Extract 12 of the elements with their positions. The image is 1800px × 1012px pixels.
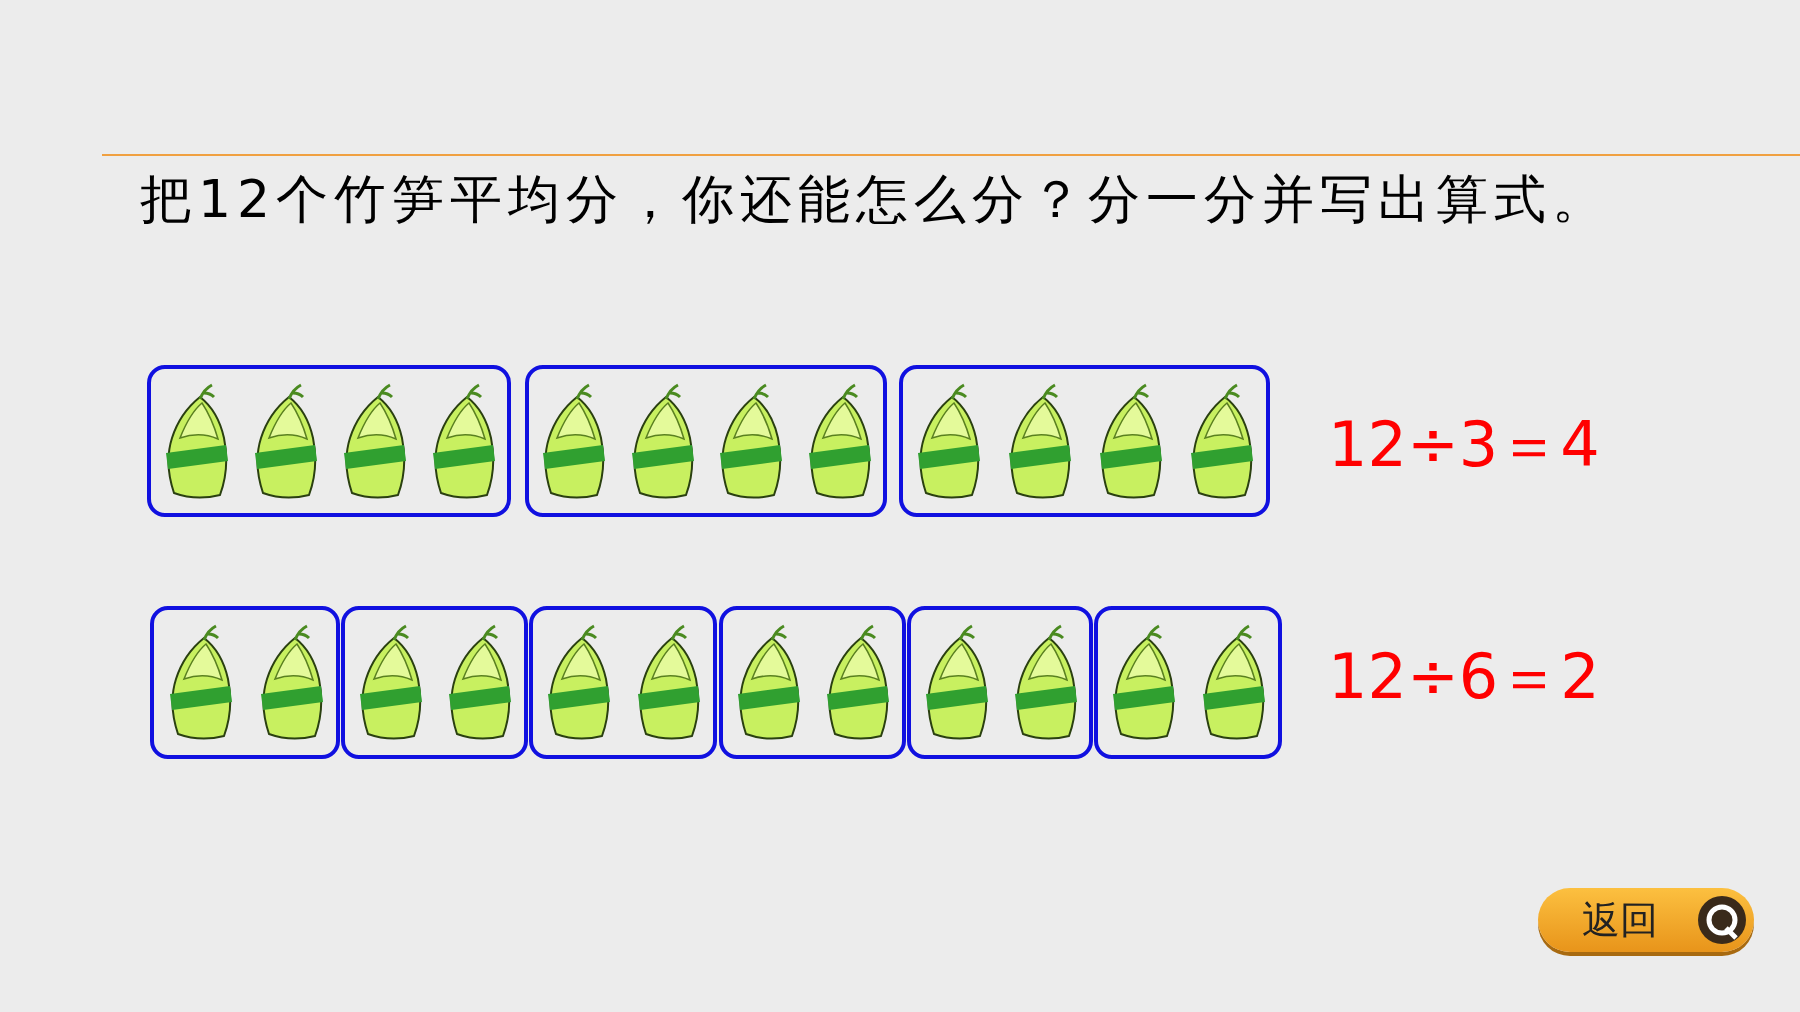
equation-text: 12÷3＝4 bbox=[1328, 408, 1600, 482]
group-box bbox=[907, 606, 1093, 759]
group-box bbox=[1094, 606, 1282, 759]
group-box bbox=[147, 365, 511, 517]
group-box bbox=[899, 365, 1270, 517]
group-box bbox=[719, 606, 906, 759]
group-box bbox=[150, 606, 340, 759]
question-text: 把12个竹笋平均分，你还能怎么分？分一分并写出算式。 bbox=[140, 168, 1612, 230]
group-box bbox=[341, 606, 528, 759]
group-box bbox=[525, 365, 887, 517]
equation-text: 12÷6＝2 bbox=[1328, 640, 1600, 714]
group-box bbox=[529, 606, 717, 759]
